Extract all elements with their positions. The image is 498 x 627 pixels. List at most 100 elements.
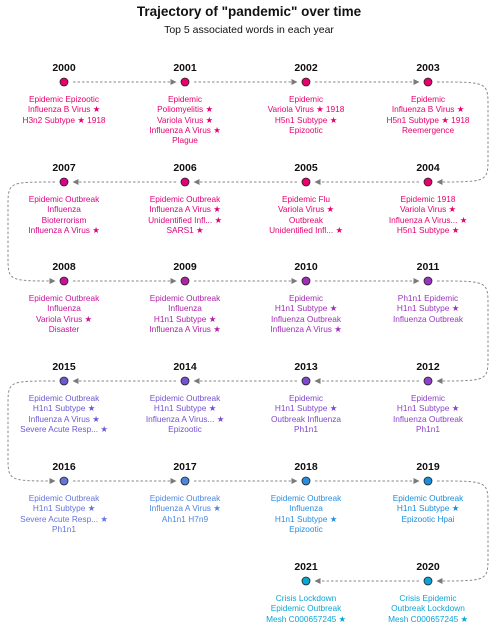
word-line: H5n1 Subtype ★ — [396, 224, 460, 235]
word-line: Epizootic — [168, 423, 202, 434]
year-dot-2008 — [59, 276, 69, 286]
word-line: Epidemic 1918 — [400, 194, 456, 204]
year-dot-2017 — [180, 476, 190, 486]
year-label-2020: 2020 — [416, 561, 440, 573]
word-line: Unidentified Infl... ★ — [148, 214, 222, 225]
word-line: Epidemic Outbreak — [28, 393, 100, 403]
word-line: Influenza Outbreak — [270, 313, 342, 324]
year-label-2006: 2006 — [173, 162, 197, 174]
year-dot-2016 — [59, 476, 69, 486]
word-line: Influenza — [47, 303, 81, 314]
word-line: Influenza — [289, 503, 323, 514]
word-line: Variola Virus ★ — [156, 114, 213, 125]
word-line: Epidemic Outbreak — [149, 493, 221, 503]
word-line: Epidemic — [410, 94, 446, 104]
year-label-2015: 2015 — [52, 361, 76, 373]
word-line: Variola Virus ★ — [35, 313, 92, 324]
word-line: Influenza B Virus ★ — [27, 104, 101, 115]
word-line: Ph1n1 Epidemic — [397, 293, 459, 303]
year-dot-2000 — [59, 77, 69, 87]
year-dot-2002 — [301, 77, 311, 87]
year-label-2019: 2019 — [416, 461, 440, 473]
year-dot-2011 — [423, 276, 433, 286]
year-label-2000: 2000 — [52, 62, 76, 74]
word-line: Epidemic Outbreak — [149, 393, 221, 403]
year-label-2008: 2008 — [52, 261, 76, 273]
word-line: H1n1 Subtype ★ — [32, 503, 96, 514]
word-line: Unidentified Infl... ★ — [269, 224, 343, 235]
word-line: Epidemic — [288, 293, 324, 303]
year-label-2016: 2016 — [52, 461, 76, 473]
word-line: Influenza — [168, 303, 202, 314]
word-line: Influenza A Virus ★ — [149, 323, 221, 334]
word-line: Influenza A Virus... ★ — [145, 413, 225, 424]
word-line: Epidemic Outbreak — [392, 493, 464, 503]
word-line: Influenza Outbreak — [392, 313, 464, 324]
word-line: H1n1 Subtype ★ — [153, 313, 217, 324]
word-line: Ph1n1 — [294, 423, 318, 434]
word-line: Epidemic Outbreak — [270, 603, 342, 614]
chart-subtitle: Top 5 associated words in each year — [164, 24, 334, 36]
year-dot-2018 — [301, 476, 311, 486]
year-dot-2021 — [301, 576, 311, 586]
connector-arrow-2015-2016 — [7, 380, 56, 484]
word-line: Epidemic Outbreak — [28, 293, 100, 303]
word-line: Disaster — [48, 323, 80, 334]
year-dot-2003 — [423, 77, 433, 87]
word-line: Influenza A Virus... ★ — [388, 214, 468, 225]
word-line: Epizootic — [289, 523, 323, 534]
word-line: Influenza — [47, 204, 81, 215]
word-line: Influenza A Virus ★ — [149, 124, 221, 135]
word-line: Variola Virus ★ 1918 — [267, 104, 345, 115]
word-line: Epizootic — [289, 124, 323, 135]
word-line: Outbreak Lockdown — [391, 603, 465, 614]
word-line: H5n1 Subtype ★ — [274, 114, 338, 125]
word-line: Epidemic Outbreak — [149, 194, 221, 204]
word-line: Bioterrorism — [41, 214, 87, 225]
word-line: Epizootic Hpai — [401, 513, 455, 524]
word-line: Outbreak Influenza — [270, 413, 342, 424]
word-line: Epidemic Flu — [282, 194, 330, 204]
word-line: H5n1 Subtype ★ 1918 — [386, 114, 470, 125]
connector-arrow-2011-2012 — [436, 280, 489, 384]
year-dot-2006 — [180, 177, 190, 187]
year-dot-2015 — [59, 376, 69, 386]
year-label-2007: 2007 — [52, 162, 76, 174]
connector-arrow-2019-2020 — [436, 480, 489, 584]
word-line: Severe Acute Resp... ★ — [20, 513, 108, 524]
year-label-2012: 2012 — [416, 361, 440, 373]
year-dot-2010 — [301, 276, 311, 286]
word-line: Crisis Epidemic — [399, 593, 457, 603]
word-line: Mesh C000657245 ★ — [266, 613, 346, 624]
word-line: H1n1 Subtype ★ — [396, 503, 460, 514]
word-line: H1n1 Subtype ★ — [274, 513, 338, 524]
word-line: Epidemic Outbreak — [28, 493, 100, 503]
word-line: Influenza B Virus ★ — [391, 104, 465, 115]
word-line: Variola Virus ★ — [277, 204, 334, 215]
year-label-2014: 2014 — [173, 361, 197, 373]
word-line: Epidemic — [288, 393, 324, 403]
word-line: Influenza A Virus ★ — [28, 224, 100, 235]
year-label-2009: 2009 — [173, 261, 197, 273]
word-line: Ph1n1 — [416, 423, 440, 434]
word-line: Variola Virus ★ — [399, 204, 456, 215]
word-line: Crisis Lockdown — [275, 593, 337, 603]
year-label-2013: 2013 — [294, 361, 318, 373]
